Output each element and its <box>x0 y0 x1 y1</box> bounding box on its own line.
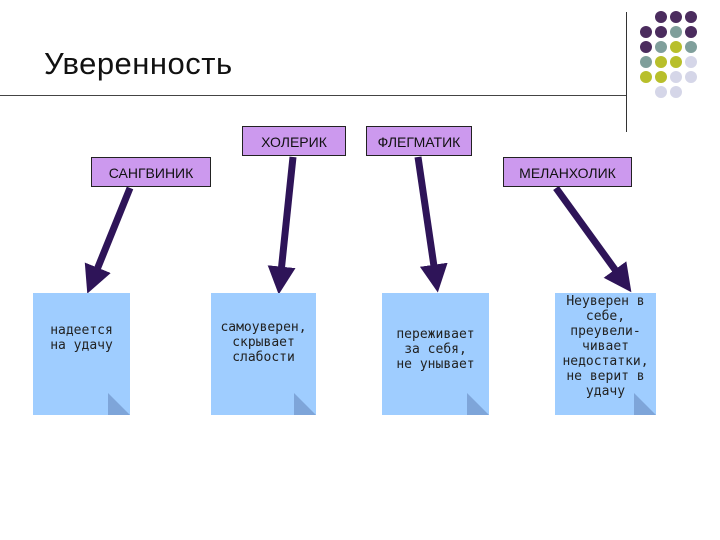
decorative-dot <box>655 71 667 83</box>
page-title: Уверенность <box>44 46 233 81</box>
title-underline <box>0 95 626 96</box>
sanguine-note: надеется на удачу <box>33 293 130 415</box>
page-fold <box>294 393 316 415</box>
choleric-note: самоуверен, скрывает слабости <box>211 293 316 415</box>
decorative-dot <box>670 71 682 83</box>
decorative-dot <box>685 56 697 68</box>
vertical-rule <box>626 12 627 132</box>
phlegmatic-box: ФЛЕГМАТИК <box>366 126 472 156</box>
decorative-dot <box>640 26 652 38</box>
phlegmatic-note: переживает за себя, не унывает <box>382 293 489 415</box>
decorative-dot <box>685 26 697 38</box>
melancholic-note-text: Неуверен в себе, преувели- чивает недост… <box>562 294 649 399</box>
sanguine-note-text: надеется на удачу <box>50 323 113 353</box>
decorative-dot <box>655 86 667 98</box>
page-fold <box>108 393 130 415</box>
melancholic-box: МЕЛАНХОЛИК <box>503 157 632 187</box>
decorative-dot <box>670 26 682 38</box>
decorative-dot <box>670 86 682 98</box>
sanguine-box: САНГВИНИК <box>91 157 211 187</box>
decorative-dot <box>670 11 682 23</box>
decorative-dot-grid <box>640 11 697 98</box>
decorative-dot <box>670 41 682 53</box>
decorative-dot <box>670 56 682 68</box>
decorative-dot <box>640 41 652 53</box>
phlegmatic-note-text: переживает за себя, не унывает <box>396 327 475 372</box>
arrow-phlegmatic <box>414 156 448 293</box>
choleric-note-text: самоуверен, скрывает слабости <box>220 320 307 365</box>
decorative-dot <box>655 26 667 38</box>
decorative-dot <box>655 41 667 53</box>
decorative-dot <box>655 56 667 68</box>
decorative-dot <box>640 56 652 68</box>
arrow-choleric <box>267 156 297 295</box>
page-fold <box>467 393 489 415</box>
decorative-dot <box>640 71 652 83</box>
arrow-melancholic <box>553 185 632 293</box>
decorative-dot <box>685 71 697 83</box>
choleric-box: ХОЛЕРИК <box>242 126 346 156</box>
decorative-dot <box>685 11 697 23</box>
melancholic-note: Неуверен в себе, преувели- чивает недост… <box>555 293 656 415</box>
arrow-sanguine <box>84 186 134 294</box>
page-fold <box>634 393 656 415</box>
decorative-dot <box>655 11 667 23</box>
decorative-dot <box>685 41 697 53</box>
